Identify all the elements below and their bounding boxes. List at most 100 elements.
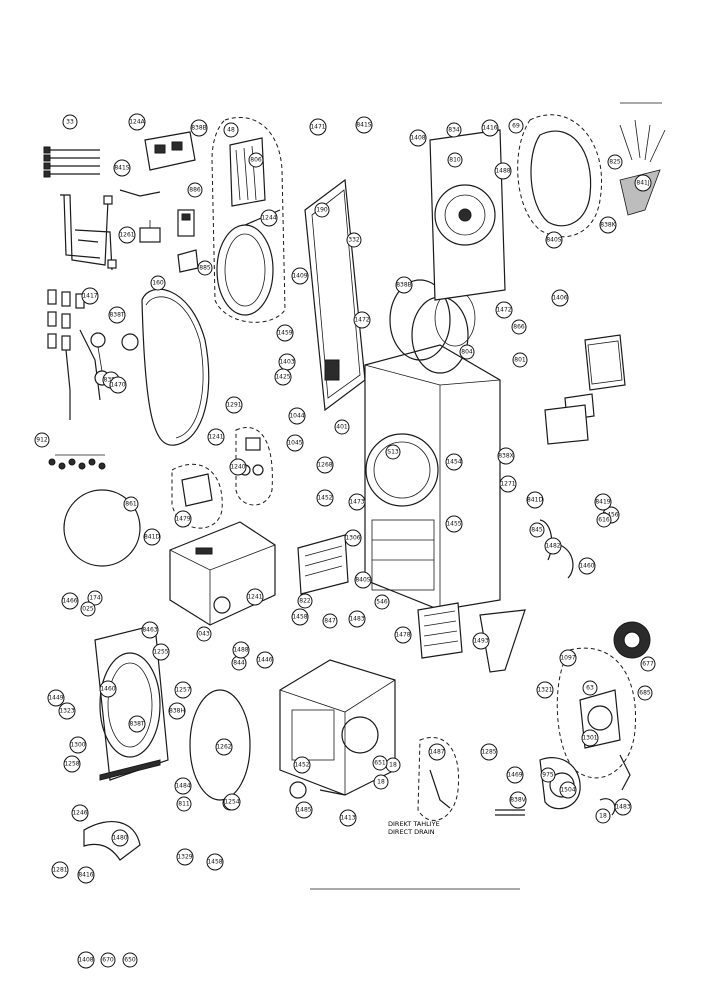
callout-1285: 1285 (480, 743, 498, 761)
callout-label: 174 (89, 595, 101, 602)
drain-note-line2: DIRECT DRAIN (388, 828, 435, 836)
screw-set (48, 454, 106, 470)
callout-63: 63 (582, 680, 598, 696)
callout-circle (559, 649, 577, 667)
drive-belt (141, 288, 210, 446)
callout-1483: 1483 (614, 798, 632, 816)
callout-label: 8416 (78, 872, 93, 879)
callout-circle (168, 702, 186, 720)
callout-18: 18 (595, 808, 611, 824)
callout-label: 886 (189, 187, 201, 194)
callout-circle (288, 407, 306, 425)
callout-circle (322, 613, 338, 629)
drain-pump (417, 737, 460, 821)
callout-circle (81, 287, 99, 305)
callout-label: 1471 (310, 124, 325, 131)
callout-circle (497, 447, 515, 465)
callout-circle (51, 861, 69, 879)
callout-1416: 1416 (481, 119, 499, 137)
callout-circle (274, 368, 292, 386)
callout-circle (109, 376, 127, 394)
callout-1044: 1044 (288, 407, 306, 425)
callout-circle (409, 129, 427, 147)
callout-circle (111, 829, 129, 847)
callout-circle (260, 209, 278, 227)
callout-label: 811 (178, 801, 190, 808)
callout-circle (225, 396, 243, 414)
duct-funnel (479, 609, 526, 673)
callout-1246: 1246 (71, 804, 89, 822)
callout-circle (536, 681, 554, 699)
callout-label: 1403 (279, 359, 294, 366)
callout-label: 1329 (177, 854, 192, 861)
callout-label: 1409 (292, 273, 307, 280)
callout-1425: 1425 (274, 368, 292, 386)
support-bar (319, 789, 346, 796)
callout-1262: 1262 (215, 738, 233, 756)
callout-circle (355, 116, 373, 134)
callout-1452: 1452 (293, 756, 311, 774)
callout-label: 838X (498, 453, 514, 460)
front-bulkhead (94, 624, 169, 781)
callout-circle (297, 593, 313, 609)
callout-label: 838T (109, 312, 124, 319)
callout-866: 866 (511, 319, 527, 335)
callout-label: 1323 (59, 708, 74, 715)
callout-label: 650 (124, 957, 136, 964)
callout-1466: 1466 (61, 592, 79, 610)
callout-label: 1425 (275, 374, 290, 381)
callout-circle (582, 680, 598, 696)
callout-label: 1470 (110, 382, 125, 389)
callout-label: 801 (514, 357, 526, 364)
callout-label: 975 (542, 772, 554, 779)
callout-1417: 1417 (81, 287, 99, 305)
callout-label: 043 (198, 631, 210, 638)
callout-circle (99, 680, 117, 698)
callout-circle (447, 152, 463, 168)
callout-label: 1459 (277, 330, 292, 337)
drain-note-line1: DIREKT TAHLIYE (388, 820, 440, 828)
callout-label: 1097 (560, 655, 575, 662)
callout-label: 69 (512, 123, 520, 130)
callout-label: 1241 (208, 434, 223, 441)
callout-circle (334, 419, 350, 435)
blower-wheel (613, 621, 651, 659)
callout-332: 332 (346, 232, 362, 248)
callout-label: 546 (376, 599, 388, 606)
callout-label: 810 (449, 157, 461, 164)
callout-circle (545, 231, 563, 249)
callout-1454: 1454 (445, 453, 463, 471)
callout-label: 8463 (142, 627, 157, 634)
callout-circle (34, 432, 50, 448)
callout-circle (295, 801, 313, 819)
callout-1479: 1479 (174, 510, 192, 528)
callout-1281: 1281 (51, 861, 69, 879)
callout-48: 48 (223, 122, 239, 138)
sensor-wire (119, 189, 161, 197)
callout-circle (141, 621, 159, 639)
callout-1488: 1488 (494, 162, 512, 180)
callout-8419: 8419 (594, 493, 612, 511)
callout-838H: 838H (168, 702, 186, 720)
callout-circle (248, 152, 264, 168)
callout-circle (581, 729, 599, 747)
callout-label: 841S (356, 122, 371, 129)
callout-circle (348, 610, 366, 628)
callout-1271: 1271 (499, 475, 517, 493)
callout-975: 975 (540, 767, 556, 783)
callout-circle (174, 510, 192, 528)
callout-label: 834 (448, 127, 460, 134)
callout-label: 1271 (500, 481, 515, 488)
callout-circle (316, 489, 334, 507)
callout-circle (47, 689, 65, 707)
callout-1488: 1488 (232, 641, 250, 659)
callout-label: 1241 (247, 594, 262, 601)
callout-1291: 1291 (225, 396, 243, 414)
callout-1472: 1472 (495, 301, 513, 319)
callout-circle (472, 632, 490, 650)
callout-circle (494, 162, 512, 180)
callout-838T: 838T (128, 715, 146, 733)
callout-1472: 1472 (353, 311, 371, 329)
callout-circle (445, 515, 463, 533)
callout-label: 1240 (230, 464, 245, 471)
